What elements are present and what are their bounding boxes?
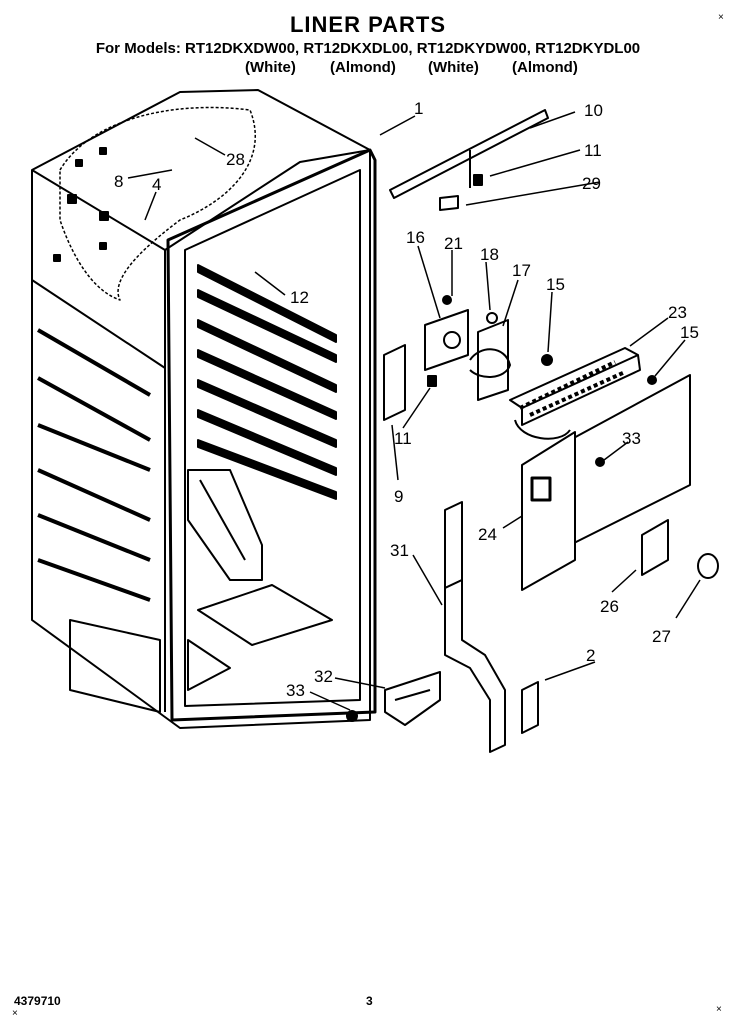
variant-label: (Almond) bbox=[512, 59, 578, 76]
air-duct bbox=[444, 501, 539, 753]
callout-number: 9 bbox=[394, 487, 403, 506]
variant-label: (White) bbox=[245, 59, 296, 76]
page-title: LINER PARTS bbox=[289, 12, 447, 37]
callout-number: 26 bbox=[600, 597, 619, 616]
callout-number: 33 bbox=[622, 429, 641, 448]
callout-number: 24 bbox=[478, 525, 497, 544]
page-number: 3 bbox=[366, 994, 373, 1008]
callout-number: 31 bbox=[390, 541, 409, 560]
control-panel bbox=[521, 374, 719, 591]
callout-number: 11 bbox=[394, 429, 412, 448]
callout-number: 10 bbox=[584, 101, 603, 120]
callout-number: 28 bbox=[226, 150, 245, 169]
registration-mark: × bbox=[12, 1008, 18, 1019]
callout-number: 15 bbox=[546, 275, 565, 294]
callout-number: 18 bbox=[480, 245, 499, 264]
callout-number: 8 bbox=[114, 172, 123, 191]
callout-number: 29 bbox=[582, 174, 601, 193]
callout-number: 32 bbox=[314, 667, 333, 686]
callout-number: 4 bbox=[152, 175, 161, 194]
damper-control bbox=[383, 295, 553, 421]
callout-number: 16 bbox=[406, 228, 425, 247]
leader-lines bbox=[127, 111, 701, 711]
callout-number: 33 bbox=[286, 681, 305, 700]
registration-mark: × bbox=[716, 1004, 722, 1015]
top-rail-parts bbox=[389, 109, 549, 211]
callout-number: 15 bbox=[680, 323, 699, 342]
callout-number: 17 bbox=[512, 261, 531, 280]
variant-label: (White) bbox=[428, 59, 479, 76]
callout-number: 1 bbox=[414, 99, 423, 118]
callout-number: 2 bbox=[586, 646, 595, 665]
models-line: For Models: RT12DKXDW00, RT12DKXDL00, RT… bbox=[95, 40, 641, 57]
air-louver bbox=[509, 347, 657, 440]
bracket bbox=[346, 671, 441, 726]
variant-label: (Almond) bbox=[330, 59, 396, 76]
document-number: 4379710 bbox=[14, 994, 61, 1008]
callout-number: 11 bbox=[584, 141, 602, 160]
callout-number: 12 bbox=[290, 288, 309, 307]
registration-mark: × bbox=[718, 12, 724, 23]
callout-labels: 1 10 11 29 28 8 4 12 16 21 18 17 15 23 1… bbox=[114, 99, 699, 700]
callout-number: 21 bbox=[444, 234, 463, 253]
liner-cabinet bbox=[31, 89, 377, 729]
callout-number: 27 bbox=[652, 627, 671, 646]
variants-row: (White) (Almond) (White) (Almond) bbox=[0, 59, 736, 79]
callout-number: 23 bbox=[668, 303, 687, 322]
